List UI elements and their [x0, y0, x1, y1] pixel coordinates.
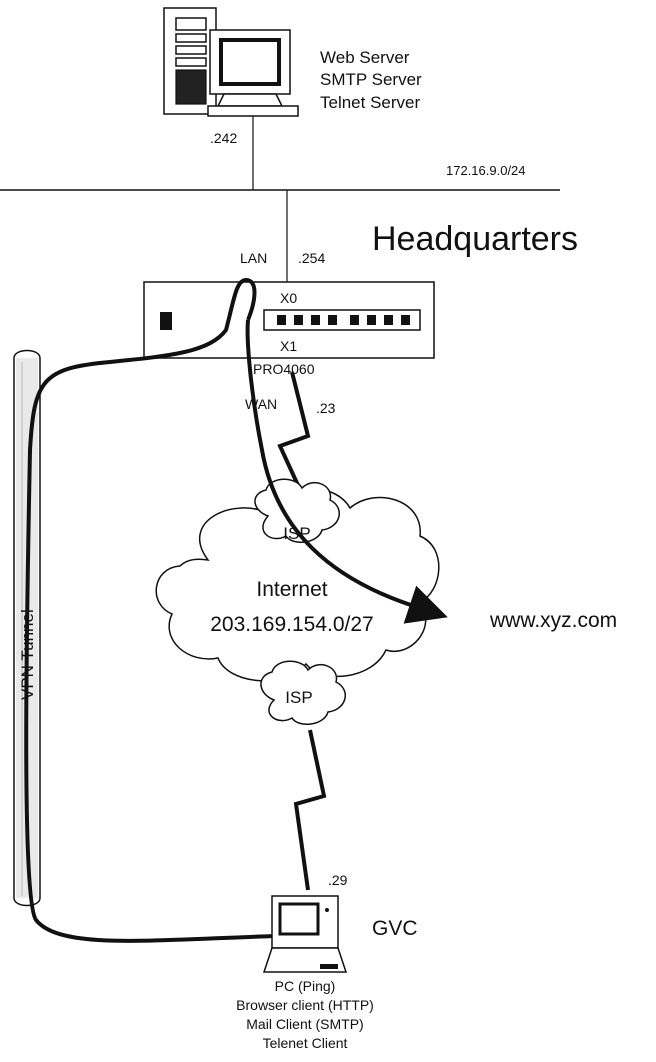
port-x0-label: X0: [280, 290, 297, 306]
port-x1-label: X1: [280, 338, 297, 354]
isp-bottom-label: ISP: [285, 688, 312, 707]
lan-ip-label: .254: [298, 250, 325, 266]
server-label-smtp: SMTP Server: [320, 70, 422, 89]
server-labels: Web Server SMTP Server Telnet Server: [320, 48, 422, 112]
headquarters-title: Headquarters: [372, 220, 578, 258]
isp-bottom-cloud-icon: [260, 660, 346, 725]
client-ip-label: .29: [328, 872, 348, 888]
gvc-label: GVC: [372, 917, 418, 940]
lan-subnet-label: 172.16.9.0/24: [446, 163, 526, 178]
device-model-label: PRO4060: [253, 361, 315, 377]
client-role-browser: Browser client (HTTP): [236, 997, 374, 1013]
internet-subnet-label: 203.169.154.0/27: [210, 613, 374, 636]
lan-port-label: LAN: [240, 250, 267, 266]
firewall-router-icon: [143, 281, 435, 359]
laptop-icon: [262, 895, 348, 973]
server-label-web: Web Server: [320, 48, 410, 67]
server-icon: [163, 7, 299, 117]
client-role-telnet: Telenet Client: [263, 1035, 348, 1051]
destination-host-label: www.xyz.com: [489, 609, 617, 632]
wan-port-label: WAN: [245, 396, 277, 412]
server-ip-label: .242: [210, 130, 237, 146]
wan-ip-label: .23: [316, 400, 336, 416]
client-role-mail: Mail Client (SMTP): [246, 1016, 363, 1032]
internet-label: Internet: [256, 578, 327, 601]
wan-link-top: [277, 371, 311, 495]
server-label-telnet: Telnet Server: [320, 93, 420, 112]
client-role-ping: PC (Ping): [275, 978, 336, 994]
wan-link-bottom: [293, 729, 327, 891]
vpn-tunnel-route: [24, 277, 277, 943]
internet-route-arrow: [245, 319, 448, 624]
